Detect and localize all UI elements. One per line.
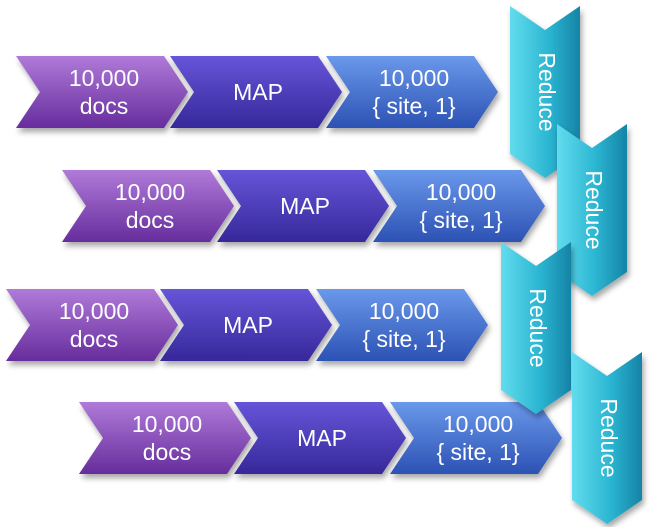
- output-chevron-shape: [390, 402, 562, 474]
- docs-label-line2: docs: [143, 439, 192, 465]
- reduce-chevron-shape: [501, 242, 571, 414]
- map-chevron-shape: [234, 402, 406, 474]
- reduce-chevron: Reduce: [572, 352, 642, 524]
- map-label: MAP: [233, 79, 283, 105]
- map-chevron-shape: [217, 170, 389, 242]
- docs-label-line1: 10,000: [59, 298, 129, 324]
- reduce-label: Reduce: [596, 398, 622, 477]
- map-chevron: MAP: [160, 289, 332, 361]
- output-chevron: 10,000{ site, 1}: [390, 402, 562, 474]
- reduce-chevron: Reduce: [557, 124, 627, 296]
- output-chevron: 10,000{ site, 1}: [373, 170, 545, 242]
- reduce-chevron-shape: [572, 352, 642, 524]
- docs-chevron-shape: [79, 402, 251, 474]
- reduce-chevron-shape: [557, 124, 627, 296]
- docs-label-line2: docs: [80, 93, 129, 119]
- docs-label-line1: 10,000: [115, 179, 185, 205]
- docs-label-line1: 10,000: [69, 65, 139, 91]
- docs-label-line2: docs: [126, 207, 175, 233]
- output-chevron: 10,000{ site, 1}: [326, 56, 498, 128]
- map-chevron-shape: [160, 289, 332, 361]
- reduce-label: Reduce: [534, 52, 560, 131]
- docs-chevron-shape: [16, 56, 188, 128]
- output-label-line2: { site, 1}: [436, 439, 519, 465]
- output-chevron-shape: [326, 56, 498, 128]
- reduce-label: Reduce: [581, 170, 607, 249]
- output-chevron: 10,000{ site, 1}: [316, 289, 488, 361]
- output-label-line1: 10,000: [369, 298, 439, 324]
- output-label-line1: 10,000: [443, 411, 513, 437]
- docs-chevron-shape: [6, 289, 178, 361]
- docs-label-line1: 10,000: [132, 411, 202, 437]
- reduce-chevron: Reduce: [501, 242, 571, 414]
- output-chevron-shape: [316, 289, 488, 361]
- output-label-line2: { site, 1}: [419, 207, 502, 233]
- reduce-label: Reduce: [525, 288, 551, 367]
- map-chevron-shape: [170, 56, 342, 128]
- map-chevron: MAP: [217, 170, 389, 242]
- output-label-line2: { site, 1}: [372, 93, 455, 119]
- output-chevron-shape: [373, 170, 545, 242]
- map-label: MAP: [297, 425, 347, 451]
- docs-chevron-shape: [62, 170, 234, 242]
- map-label: MAP: [280, 193, 330, 219]
- output-label-line2: { site, 1}: [362, 326, 445, 352]
- map-chevron: MAP: [234, 402, 406, 474]
- output-label-line1: 10,000: [379, 65, 449, 91]
- map-label: MAP: [223, 312, 273, 338]
- map-chevron: MAP: [170, 56, 342, 128]
- docs-label-line2: docs: [70, 326, 119, 352]
- output-label-line1: 10,000: [426, 179, 496, 205]
